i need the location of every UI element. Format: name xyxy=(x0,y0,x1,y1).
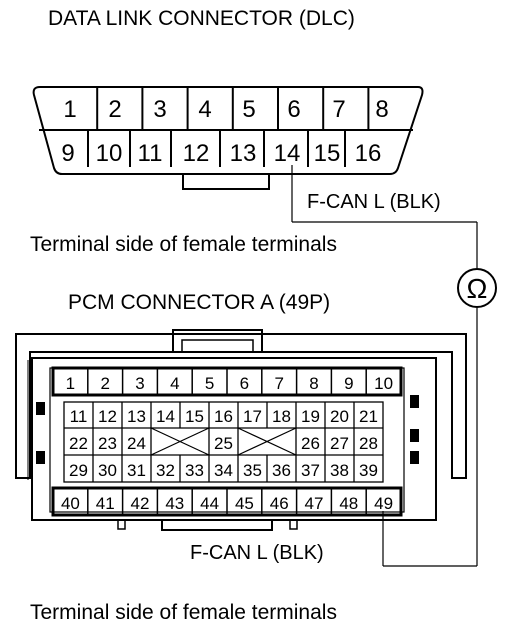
dlc-pin-label: 8 xyxy=(375,96,388,123)
pcm-pin-label: 37 xyxy=(301,461,320,480)
ohm-icon: Ω xyxy=(467,273,488,304)
pcm-middle-block xyxy=(63,401,384,483)
pcm-pin-label: 44 xyxy=(200,494,219,513)
dlc-pin-label: 3 xyxy=(153,96,166,123)
pcm-pin-label: 41 xyxy=(96,494,115,513)
pcm-pin-label: 15 xyxy=(185,407,204,426)
pcm-pin-label: 8 xyxy=(309,374,318,393)
pcm-pin-label: 4 xyxy=(170,374,179,393)
pcm-pin-label: 14 xyxy=(156,407,175,426)
pcm-pin-label: 30 xyxy=(98,461,117,480)
ohmmeter: Ω xyxy=(457,268,497,308)
pcm-pin-label: 25 xyxy=(214,434,233,453)
pcm-pin-label: 47 xyxy=(305,494,324,513)
pcm-pin-label: 21 xyxy=(359,407,378,426)
pcm-pin-label: 36 xyxy=(272,461,291,480)
pcm-pin-label: 12 xyxy=(98,407,117,426)
dlc-title: DATA LINK CONNECTOR (DLC) xyxy=(48,7,355,30)
dlc-pin-label: 2 xyxy=(108,96,121,123)
pcm-pin-label: 27 xyxy=(330,434,349,453)
dlc-connector xyxy=(32,86,424,190)
pcm-pin-label: 29 xyxy=(69,461,88,480)
pcm-pin-label: 20 xyxy=(330,407,349,426)
pcm-pin-label: 1 xyxy=(66,374,75,393)
pcm-blank-cross xyxy=(150,427,210,456)
pcm-pin-label: 46 xyxy=(270,494,289,513)
pcm-pin-label: 40 xyxy=(61,494,80,513)
pcm-pin-label: 28 xyxy=(359,434,378,453)
pcm-pin-label: 19 xyxy=(301,407,320,426)
dlc-key xyxy=(182,174,270,190)
dlc-pin-label: 11 xyxy=(138,140,163,167)
dlc-pin-label: 12 xyxy=(183,140,210,167)
pcm-bottom-key xyxy=(161,520,273,531)
pcm-pin-label: 9 xyxy=(344,374,353,393)
pcm-blank-cross xyxy=(237,427,297,456)
pcm-pin-label: 17 xyxy=(243,407,262,426)
pcm-pin-label: 18 xyxy=(272,407,291,426)
meter-wiring xyxy=(291,165,478,567)
pcm-pin-label: 43 xyxy=(165,494,184,513)
pcm-pin-label: 32 xyxy=(156,461,175,480)
dlc-caption: Terminal side of female terminals xyxy=(30,233,337,256)
ohmmeter-circle xyxy=(457,268,497,308)
pcm-wire-label: F-CAN L (BLK) xyxy=(190,542,324,564)
dlc-housing xyxy=(32,86,424,175)
pcm-pin-label: 13 xyxy=(127,407,146,426)
pcm-pin-label: 48 xyxy=(339,494,358,513)
pcm-pin-label: 38 xyxy=(330,461,349,480)
pcm-pin-label: 26 xyxy=(301,434,320,453)
pcm-pin-label: 49 xyxy=(374,494,393,513)
dlc-pin-label: 13 xyxy=(230,140,257,167)
pcm-pin-label: 7 xyxy=(274,374,283,393)
dlc-wire-label: F-CAN L (BLK) xyxy=(307,191,441,213)
dlc-pin-label: 5 xyxy=(242,96,255,123)
pcm-latch xyxy=(172,329,263,353)
pcm-pin-label: 45 xyxy=(235,494,254,513)
pcm-pin-label: 24 xyxy=(127,434,146,453)
dlc-pin-label: 1 xyxy=(63,96,76,123)
dlc-pin-label: 10 xyxy=(96,140,123,167)
pcm-pin-label: 6 xyxy=(240,374,249,393)
dlc-pin-label: 15 xyxy=(314,140,341,167)
dlc-pin-label: 16 xyxy=(355,140,382,167)
dlc-pin-label: 7 xyxy=(332,96,345,123)
pcm-pin-label: 42 xyxy=(131,494,150,513)
dlc-pin-label: 14 xyxy=(274,140,301,167)
pcm-pin-label: 31 xyxy=(127,461,146,480)
pcm-pin-label: 35 xyxy=(243,461,262,480)
pcm-pin-label: 34 xyxy=(214,461,233,480)
dlc-pin-label: 4 xyxy=(198,96,211,123)
pcm-terminal-grid xyxy=(63,368,384,515)
pcm-pin-label: 23 xyxy=(98,434,117,453)
pcm-caption: Terminal side of female terminals xyxy=(30,601,337,624)
pcm-pin-label: 16 xyxy=(214,407,233,426)
pcm-pin-label: 5 xyxy=(205,374,214,393)
pcm-pin-label: 3 xyxy=(135,374,144,393)
pcm-pin-label: 11 xyxy=(70,407,88,426)
pcm-title: PCM CONNECTOR A (49P) xyxy=(68,291,331,314)
dlc-pin-label: 9 xyxy=(61,140,74,167)
pcm-housing-outer xyxy=(15,333,467,479)
dlc-pin-label: 6 xyxy=(287,96,300,123)
pcm-pin-label: 39 xyxy=(359,461,378,480)
pcm-pin-label: 33 xyxy=(185,461,204,480)
pcm-side-blocks xyxy=(36,395,419,464)
pcm-pin-label: 22 xyxy=(69,434,88,453)
pcm-pin-label: 10 xyxy=(374,374,393,393)
pcm-pin-label: 2 xyxy=(100,374,109,393)
